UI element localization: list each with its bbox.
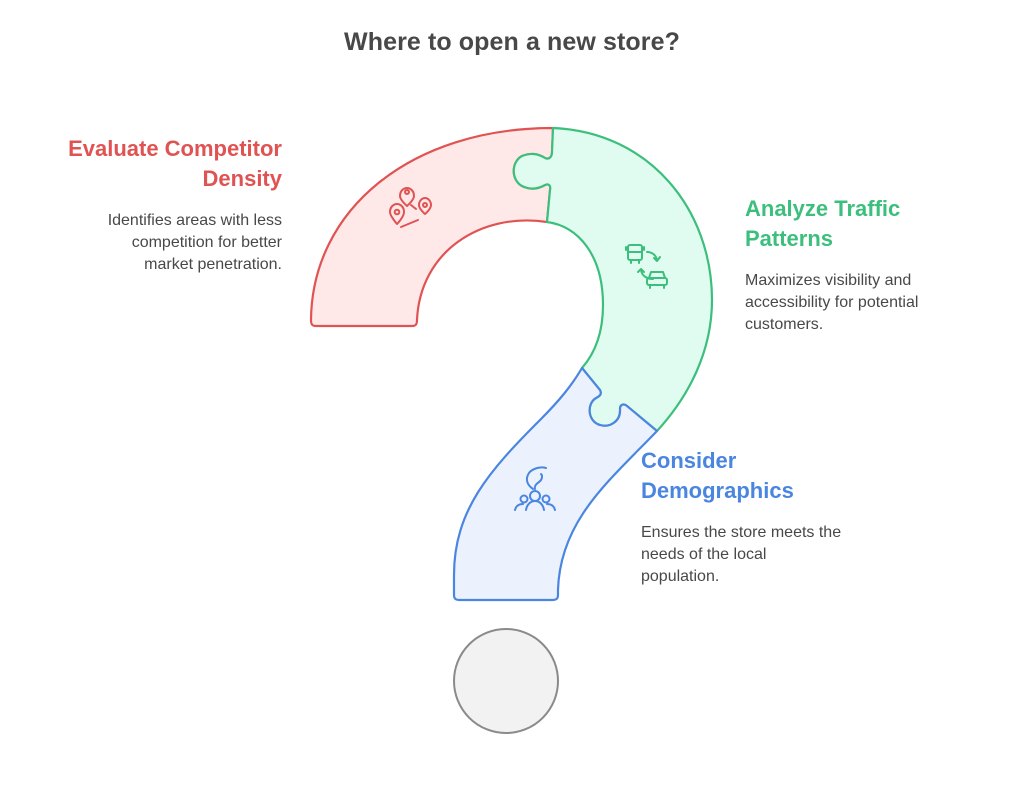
map-pins-icon <box>389 187 432 228</box>
step-heading: Analyze Traffic Patterns <box>745 196 901 251</box>
puzzle-piece-competitor-density <box>309 126 555 328</box>
step-demographics: Consider Demographics Ensures the store … <box>641 446 901 588</box>
puzzle-piece-traffic-patterns <box>512 126 714 433</box>
people-group-icon <box>514 466 556 511</box>
step-heading: Evaluate Competitor Density <box>68 136 282 191</box>
question-mark-dot <box>453 628 559 734</box>
step-description: Ensures the store meets the needs of the… <box>641 524 842 585</box>
step-heading: Consider Demographics <box>641 448 794 503</box>
step-description: Identifies areas with less competition f… <box>107 212 282 273</box>
step-traffic-patterns: Analyze Traffic Patterns Maximizes visib… <box>745 194 985 336</box>
puzzle-piece-demographics <box>452 366 659 602</box>
bus-car-exchange-icon <box>625 244 668 289</box>
step-competitor-density: Evaluate Competitor Density Identifies a… <box>30 134 282 276</box>
step-description: Maximizes visibility and accessibility f… <box>745 272 919 333</box>
page-title: Where to open a new store? <box>344 28 680 56</box>
